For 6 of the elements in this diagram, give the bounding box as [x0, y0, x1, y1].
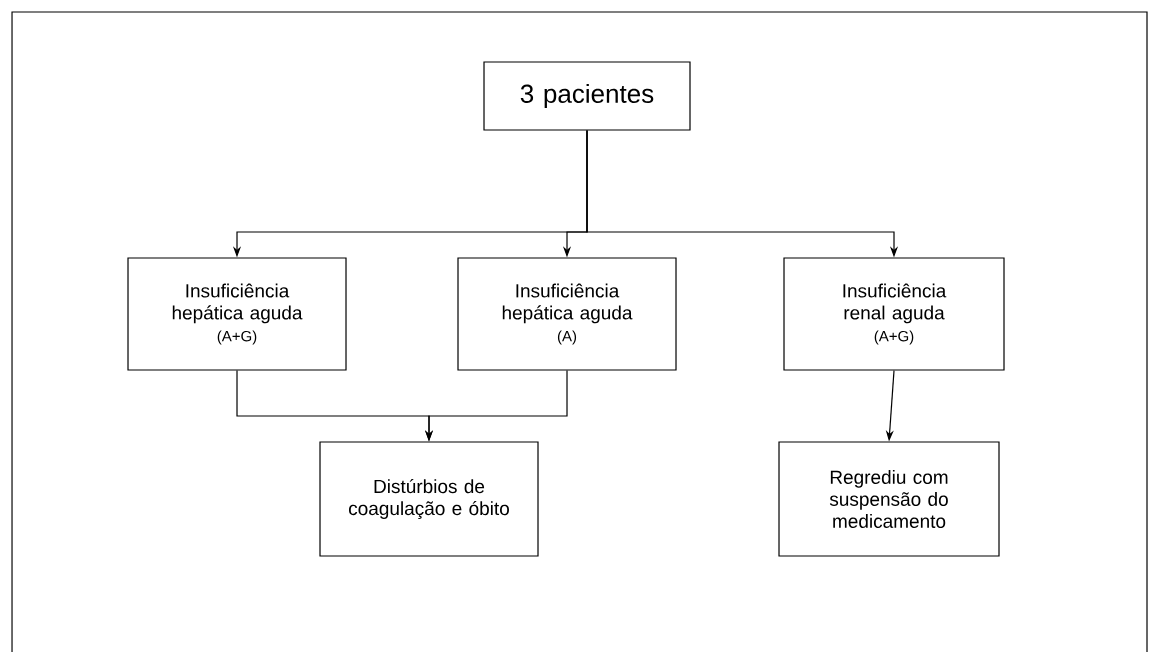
process-box: Insuficiência hepática aguda (A) [457, 257, 677, 371]
process-box: 3 pacientes [483, 61, 691, 131]
process-box: Regrediu com suspensão do medicamento [778, 441, 1000, 557]
process-box: Insuficiência hepática aguda (A+G) [127, 257, 347, 371]
process-box: Insuficiência renal aguda (A+G) [783, 257, 1005, 371]
process-box: Distúrbios de coagulação e óbito [319, 441, 539, 557]
